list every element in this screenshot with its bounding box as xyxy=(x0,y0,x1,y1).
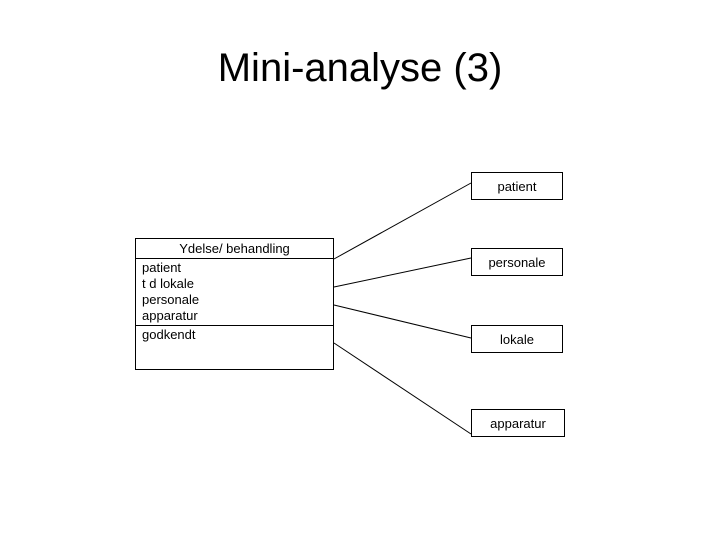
entity-operations-section: godkendt xyxy=(136,326,333,343)
related-box-patient[interactable]: patient xyxy=(471,172,563,200)
related-box-label: personale xyxy=(488,255,546,270)
entity-attribute-row: apparatur xyxy=(142,308,198,323)
entity-name-header: Ydelse/ behandling xyxy=(136,239,333,259)
entity-attribute-row: patient xyxy=(142,260,182,275)
connector-to-patient xyxy=(333,182,472,260)
related-box-apparatur[interactable]: apparatur xyxy=(471,409,565,437)
connector-to-lokale xyxy=(333,304,472,339)
related-box-lokale[interactable]: lokale xyxy=(471,325,563,353)
related-box-label: lokale xyxy=(500,332,534,347)
page-title: Mini-analyse (3) xyxy=(217,46,503,90)
entity-operation-row: godkendt xyxy=(142,327,196,342)
related-box-personale[interactable]: personale xyxy=(471,248,563,276)
related-box-label: patient xyxy=(497,179,537,194)
connector-to-personale xyxy=(333,257,472,288)
entity-attribute-row: t d lokale xyxy=(142,276,195,291)
related-box-label: apparatur xyxy=(490,416,546,431)
entity-attribute-row: personale xyxy=(142,292,200,307)
connector-to-apparatur xyxy=(333,342,472,435)
